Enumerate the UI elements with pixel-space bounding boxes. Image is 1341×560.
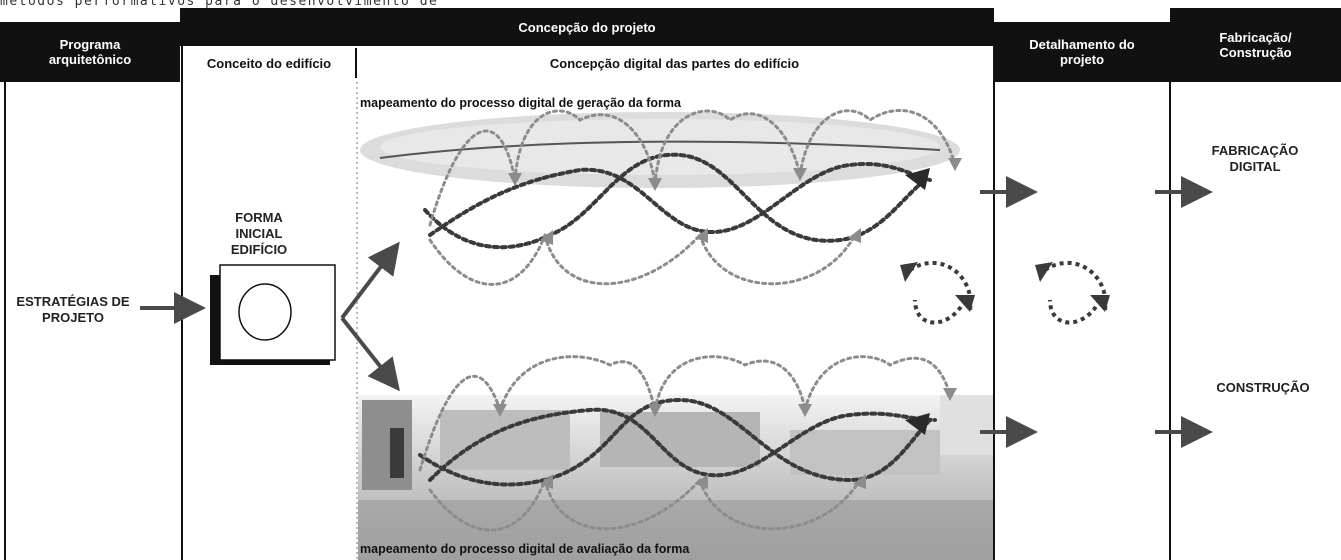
divider-detalhamento-left — [993, 46, 995, 560]
label-forma-inicial: FORMA INICIAL EDIFÍCIO — [230, 210, 288, 257]
forma-box — [210, 264, 336, 365]
cut-off-caption-text: métodos performativos para o desenvolvim… — [0, 0, 439, 9]
wave-arrowheads — [493, 158, 962, 489]
building-photo — [358, 395, 993, 560]
label-map-top: mapeamento do processo digital de geraçã… — [360, 96, 681, 110]
subheader-concepcao-digital-label: Concepção digital das partes do edifício — [549, 55, 800, 71]
cycle-arrows — [908, 260, 1108, 325]
header-concepcao-label: Concepção do projeto — [518, 19, 656, 35]
wave-end-arrows — [905, 168, 930, 435]
label-map-bottom: mapeamento do processo digital de avalia… — [360, 542, 690, 556]
header-programa-label: Programa arquitetônico — [48, 37, 132, 67]
label-estrategias: ESTRATÉGIAS DE PROJETO — [16, 294, 130, 325]
wave-group-bottom — [418, 355, 952, 532]
header-fabricacao-label: Fabricação/ Construção — [1219, 30, 1292, 60]
header-detalhamento: Detalhamento do projeto — [994, 22, 1170, 82]
cycle-arrowheads — [900, 262, 1110, 312]
header-detalhamento-label: Detalhamento do projeto — [1029, 37, 1135, 67]
subheader-conceito: Conceito do edifício — [183, 48, 355, 78]
divider-left-border — [4, 82, 6, 560]
header-programa: Programa arquitetônico — [0, 22, 180, 82]
subheader-conceito-label: Conceito do edifício — [206, 55, 332, 71]
label-construcao: CONSTRUÇÃO — [1216, 380, 1310, 395]
divider-sub-separator — [355, 48, 357, 78]
subheader-concepcao-digital: Concepção digital das partes do edifício — [358, 48, 991, 78]
divider-fabricacao-left — [1169, 82, 1171, 560]
flow-arrows — [140, 176, 1213, 448]
label-fabricacao-digital: FABRICAÇÃO DIGITAL — [1211, 143, 1299, 174]
dome-image — [360, 112, 960, 188]
header-concepcao: Concepção do projeto — [180, 8, 994, 46]
header-fabricacao: Fabricação/ Construção — [1170, 8, 1341, 82]
